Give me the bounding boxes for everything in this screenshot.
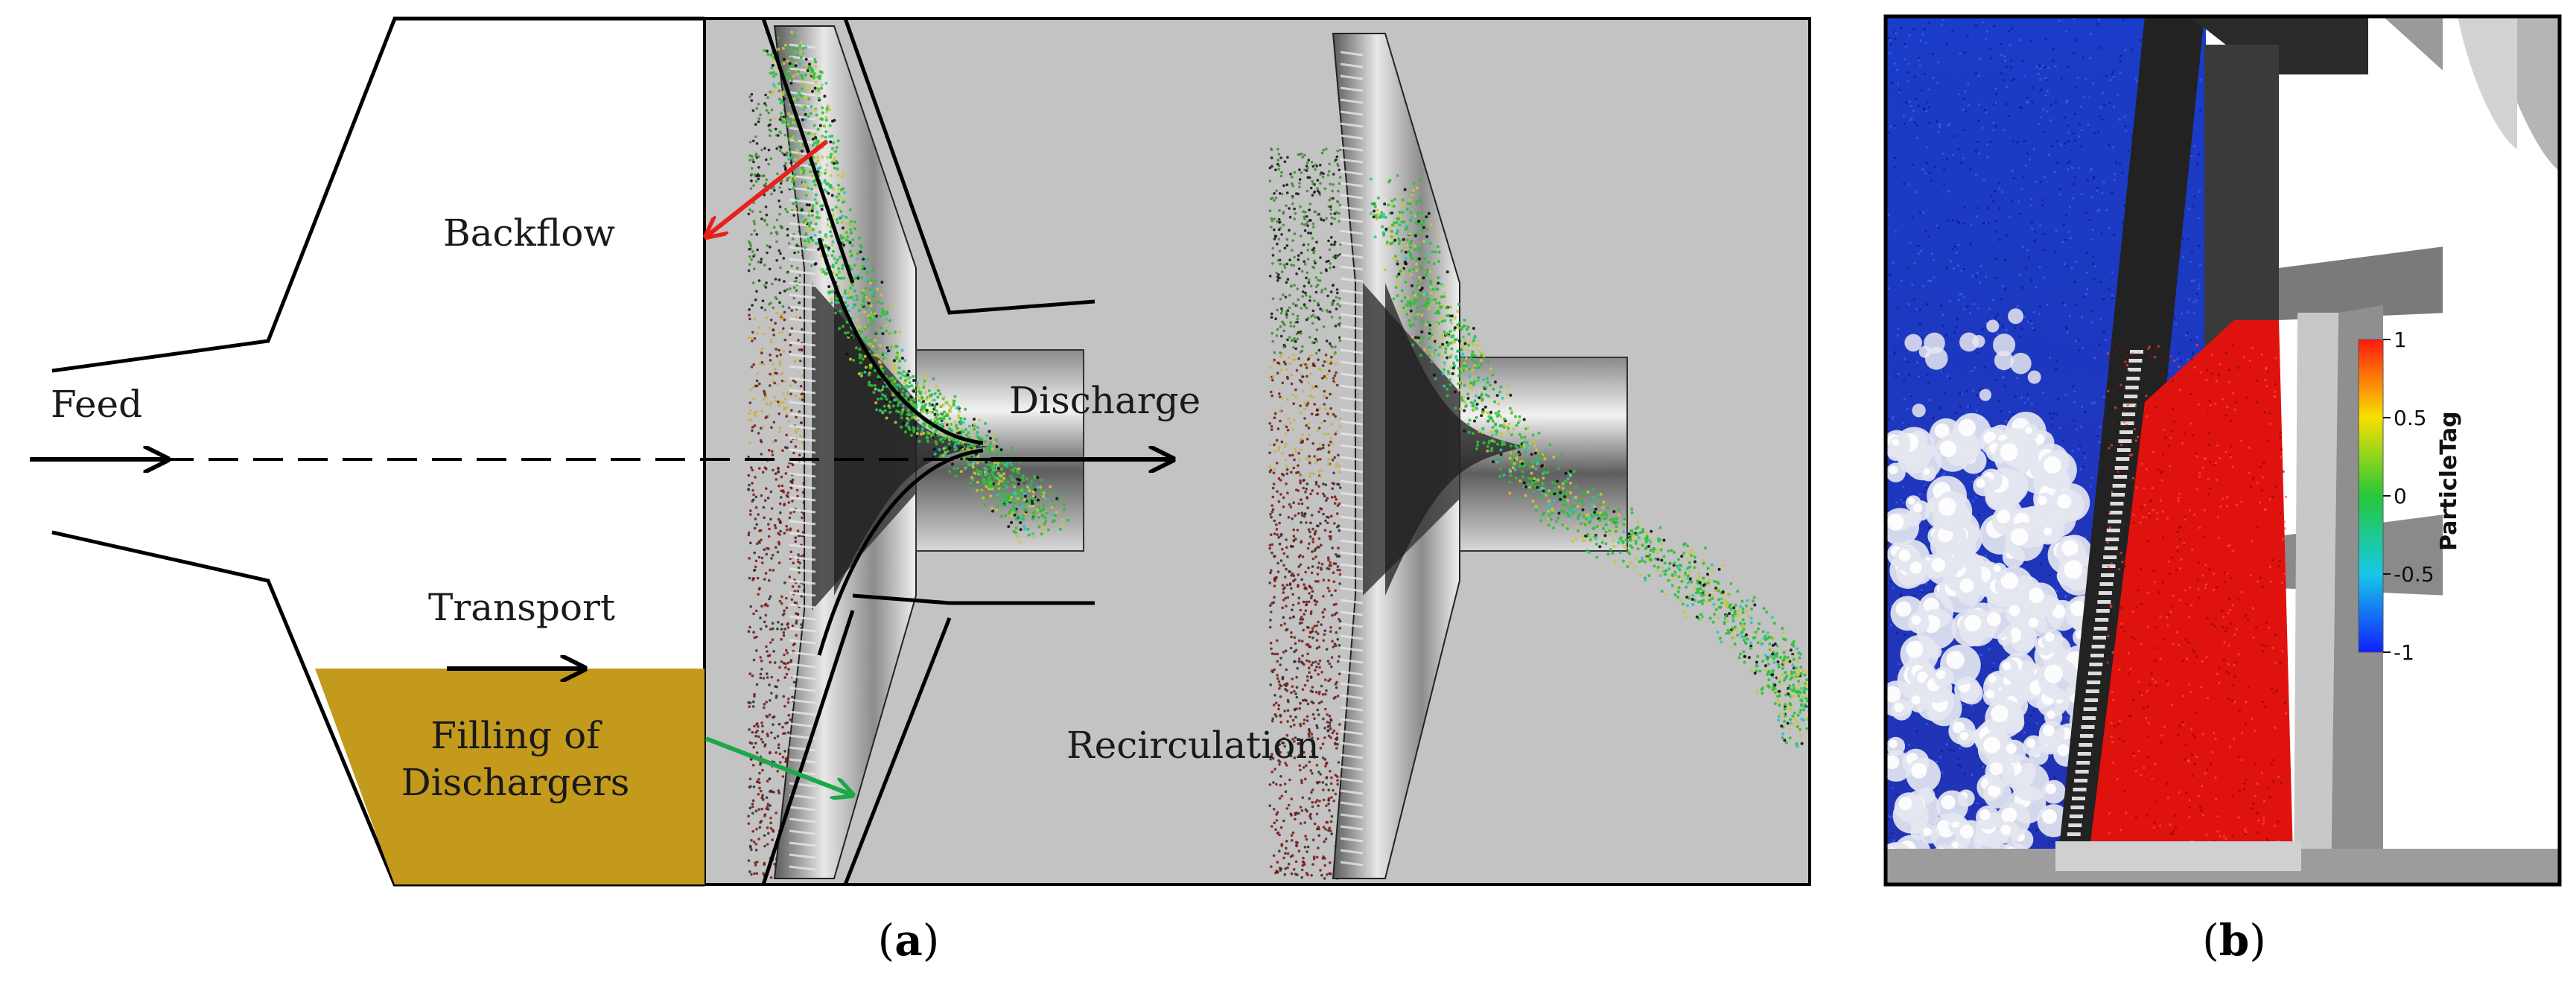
caption-a: (a) — [878, 915, 940, 966]
colorbar-tick-label: 0.5 — [2394, 406, 2427, 430]
discharger-particles — [2085, 320, 2294, 884]
filling-label-line1: Filling of — [430, 714, 602, 757]
simulation-render — [747, 25, 1810, 880]
colorbar: 1 0.5 0 -0.5 -1 ParticleTag — [2358, 328, 2462, 665]
discharge-label: Discharge — [1009, 379, 1200, 422]
panel-b: 1 0.5 0 -0.5 -1 ParticleTag (b) — [1883, 14, 2562, 966]
outlet-cylinder-left — [834, 283, 1084, 596]
caption-b: (b) — [2202, 915, 2266, 966]
panel-a: Feed Backflow Discharge Transport Fillin… — [30, 16, 1811, 966]
backflow-label: Backflow — [443, 211, 615, 255]
colorbar-title: ParticleTag — [2436, 411, 2462, 551]
colorbar-tick-label: -0.5 — [2394, 562, 2435, 587]
filling-arrow — [705, 736, 853, 795]
panel-b-frame — [1883, 14, 2562, 887]
colorbar-gradient — [2358, 339, 2384, 653]
colorbar-tick-label: 1 — [2394, 328, 2407, 352]
colorbar-tick-label: -1 — [2394, 640, 2414, 665]
colorbar-tick-label: 0 — [2394, 484, 2407, 508]
backflow-arrow — [706, 139, 828, 237]
particle-cloud-right — [1268, 147, 1342, 880]
transport-label: Transport — [428, 586, 615, 629]
feed-label: Feed — [51, 383, 142, 426]
panel-b-render — [1886, 16, 2560, 884]
filling-label-line2: Dischargers — [401, 761, 630, 804]
filling-region — [315, 669, 705, 884]
recirculation-label: Recirculation — [1066, 724, 1320, 767]
